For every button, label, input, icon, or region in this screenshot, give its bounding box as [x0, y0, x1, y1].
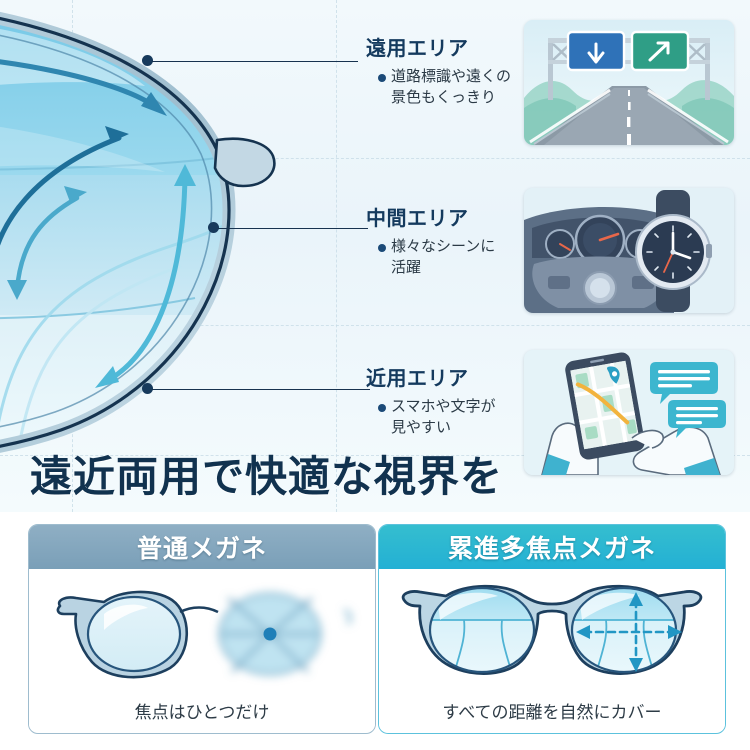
- anchor-dot-near: [142, 383, 153, 394]
- callout-far-body-line1: 道路標識や遠くの: [391, 68, 512, 85]
- callout-middle-body-line2: 活躍: [391, 258, 422, 276]
- callout-near-title: 近用エリア: [366, 368, 469, 390]
- panel-normal-illustration: [29, 569, 375, 689]
- callout-far-body-line2: 景色もくっきり: [391, 88, 497, 106]
- page-headline: 遠近両用で快適な視界を: [30, 453, 504, 500]
- anchor-dot-middle: [208, 222, 219, 233]
- panel-progressive-illustration: [379, 569, 725, 689]
- panel-progressive-header: 累進多焦点メガネ: [379, 525, 725, 569]
- panel-progressive-glasses: 累進多焦点メガネ: [378, 524, 726, 734]
- callout-far-zone: 遠用エリア 道路標識や遠くの 景色もくっきり: [366, 38, 591, 108]
- callout-middle-bullet: 様々なシーンに 活躍: [378, 237, 591, 278]
- callout-middle-title: 中間エリア: [366, 208, 469, 230]
- leader-line-far: [152, 61, 358, 62]
- thumbnail-highway-signs: [524, 20, 734, 145]
- callout-near-zone: 近用エリア スマホや文字が 見やすい: [366, 368, 591, 438]
- thumbnail-smartphone-map: [524, 350, 734, 475]
- bullet-dot-icon: [378, 74, 386, 82]
- leader-line-near: [152, 389, 370, 390]
- callout-near-body: スマホや文字が 見やすい: [391, 397, 496, 438]
- panel-normal-caption: 焦点はひとつだけ: [29, 689, 375, 731]
- callout-near-body-line1: スマホや文字が: [391, 398, 496, 415]
- panel-normal-header: 普通メガネ: [29, 525, 375, 569]
- callout-middle-body: 様々なシーンに 活躍: [391, 237, 495, 278]
- bullet-dot-icon: [378, 404, 386, 412]
- top-scene: 遠用エリア 道路標識や遠くの 景色もくっきり 中間エリア 様々なシーンに 活躍: [0, 0, 750, 512]
- anchor-dot-far: [142, 55, 153, 66]
- panel-normal-glasses: 普通メガネ: [28, 524, 376, 734]
- callout-near-bullet: スマホや文字が 見やすい: [378, 397, 591, 438]
- progressive-lens-diagram: [0, 0, 385, 470]
- callout-far-title: 遠用エリア: [366, 38, 469, 60]
- leader-line-middle: [218, 228, 368, 229]
- bullet-dot-icon: [378, 244, 386, 252]
- comparison-panels: 普通メガネ: [0, 524, 750, 750]
- callout-middle-body-line1: 様々なシーンに: [391, 238, 496, 255]
- callout-middle-zone: 中間エリア 様々なシーンに 活躍: [366, 208, 591, 278]
- callout-far-bullet: 道路標識や遠くの 景色もくっきり: [378, 67, 591, 108]
- thumbnail-dashboard-watch: [524, 188, 734, 313]
- callout-far-body: 道路標識や遠くの 景色もくっきり: [391, 67, 511, 108]
- callout-near-body-line2: 見やすい: [391, 418, 452, 436]
- panel-progressive-caption: すべての距離を自然にカバー: [379, 689, 725, 731]
